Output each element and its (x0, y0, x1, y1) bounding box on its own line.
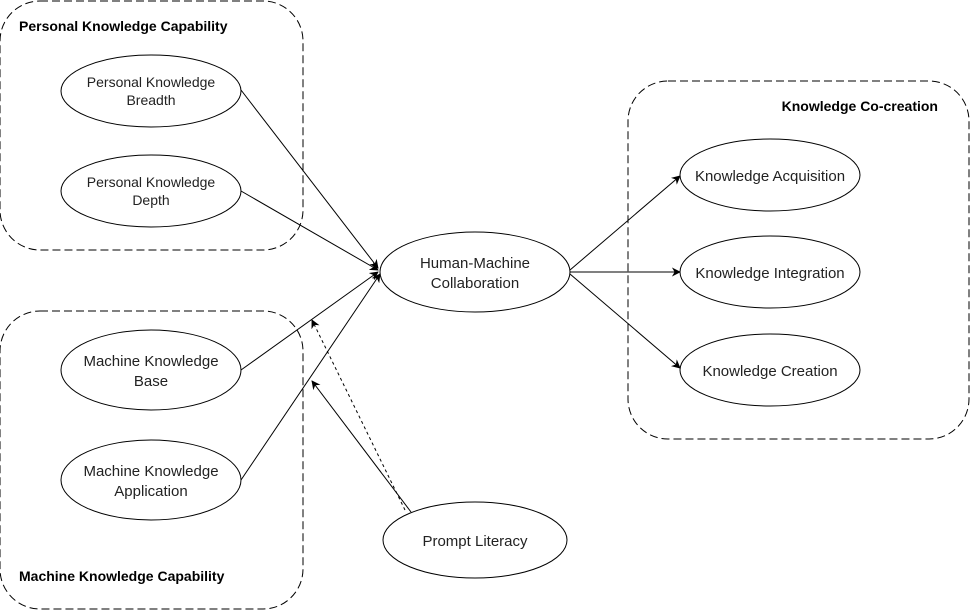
edge-pkb-to-hmc (240, 89, 379, 269)
edge-mkb-to-hmc (240, 271, 379, 371)
knowledge-co-creation-group (627, 80, 970, 440)
svg-text:Knowledge Integration: Knowledge Integration (695, 265, 844, 282)
svg-text:Depth: Depth (132, 192, 169, 208)
edge-pl-to-machine-group (311, 380, 412, 513)
svg-text:Machine Knowledge: Machine Knowledge (83, 353, 218, 370)
svg-text:Breadth: Breadth (126, 92, 175, 108)
svg-text:Application: Application (114, 483, 187, 500)
node-knowledge-integration: Knowledge Integration (679, 235, 861, 309)
node-personal-knowledge-depth: Personal Knowledge Depth (60, 154, 242, 228)
svg-text:Human-Machine: Human-Machine (420, 255, 530, 272)
svg-text:Prompt Literacy: Prompt Literacy (422, 533, 528, 550)
edge-pl-to-machine-group-dashed (311, 319, 406, 511)
node-prompt-literacy: Prompt Literacy (382, 501, 568, 579)
edge-hmc-to-kc (569, 273, 681, 369)
edge-pkd-to-hmc (240, 190, 379, 271)
knowledge-co-creation-title: Knowledge Co-creation (782, 98, 938, 114)
node-personal-knowledge-breadth: Personal Knowledge Breadth (60, 54, 242, 128)
svg-text:Knowledge Acquisition: Knowledge Acquisition (695, 168, 845, 185)
svg-text:Personal Knowledge: Personal Knowledge (87, 74, 216, 90)
machine-knowledge-capability-title: Machine Knowledge Capability (19, 568, 225, 584)
svg-text:Knowledge Creation: Knowledge Creation (702, 363, 837, 380)
node-knowledge-creation: Knowledge Creation (679, 333, 861, 407)
node-machine-knowledge-base: Machine Knowledge Base (60, 329, 242, 411)
node-knowledge-acquisition: Knowledge Acquisition (679, 138, 861, 212)
personal-knowledge-capability-group (0, 0, 304, 251)
svg-text:Base: Base (134, 373, 168, 390)
svg-text:Collaboration: Collaboration (431, 275, 519, 292)
edge-mka-to-hmc (240, 273, 381, 481)
personal-knowledge-capability-title: Personal Knowledge Capability (19, 18, 228, 34)
machine-knowledge-capability-group (0, 310, 304, 610)
node-machine-knowledge-application: Machine Knowledge Application (60, 439, 242, 521)
svg-text:Personal Knowledge: Personal Knowledge (87, 174, 216, 190)
edge-hmc-to-ka (569, 175, 681, 271)
svg-text:Machine Knowledge: Machine Knowledge (83, 463, 218, 480)
node-human-machine-collaboration: Human-Machine Collaboration (379, 231, 571, 313)
